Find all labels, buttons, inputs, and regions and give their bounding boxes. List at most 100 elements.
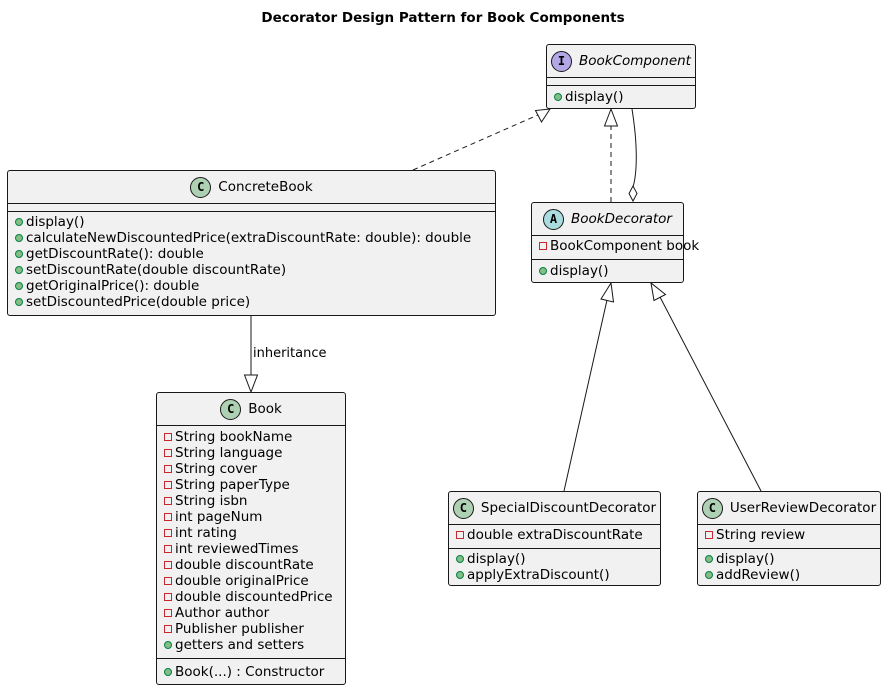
private-icon	[164, 445, 175, 461]
public-icon	[15, 246, 26, 262]
field-row: double discountRate	[164, 557, 341, 573]
private-icon	[164, 605, 175, 621]
edge-userreview-extends-bookdecorator	[659, 296, 762, 492]
private-icon	[164, 477, 175, 493]
private-icon	[539, 238, 550, 254]
method-row: applyExtraDiscount()	[456, 567, 656, 583]
private-icon	[164, 621, 175, 637]
class-name: ConcreteBook	[218, 179, 313, 195]
public-icon	[705, 551, 716, 567]
field-row: String isbn	[164, 493, 341, 509]
fields-section	[698, 524, 880, 525]
inheritance-arrowhead	[243, 374, 259, 394]
methods-section	[449, 548, 660, 549]
public-icon	[15, 230, 26, 246]
private-icon	[164, 557, 175, 573]
private-icon	[164, 461, 175, 477]
field-row: double originalPrice	[164, 573, 341, 589]
method-row: display()	[705, 551, 876, 567]
class-icon: C	[220, 398, 242, 420]
class-icon: C	[701, 497, 723, 519]
edge-concretebook-realizes-bookcomponent	[412, 113, 541, 171]
private-icon	[164, 525, 175, 541]
public-icon	[456, 551, 467, 567]
methods-section	[8, 211, 495, 212]
class-name: BookDecorator	[571, 211, 672, 227]
edge-specialdiscount-extends-bookdecorator	[563, 299, 608, 492]
class-name: SpecialDiscountDecorator	[480, 500, 657, 516]
methods-section	[698, 548, 880, 549]
class-book-decorator[interactable]: A BookDecorator BookComponent book displ…	[531, 202, 699, 283]
private-icon	[456, 527, 467, 543]
class-name: Book	[248, 401, 282, 417]
methods-section	[532, 259, 683, 260]
fields-section	[8, 203, 495, 212]
field-row: String cover	[164, 461, 341, 477]
field-row: BookComponent book	[539, 238, 699, 254]
field-row: int pageNum	[164, 509, 341, 525]
class-concrete-book[interactable]: C ConcreteBook display() calculateNewDis…	[7, 170, 496, 316]
private-icon	[164, 589, 175, 605]
class-name: BookComponent	[579, 53, 691, 69]
method-row: display()	[539, 263, 679, 279]
interface-icon: I	[551, 50, 572, 72]
public-icon	[15, 278, 26, 294]
public-icon	[15, 262, 26, 278]
field-row: String language	[164, 445, 341, 461]
private-icon	[705, 527, 716, 543]
method-row: calculateNewDiscountedPrice(extraDiscoun…	[15, 230, 491, 246]
diagram-title: Decorator Design Pattern for Book Compon…	[261, 10, 625, 26]
private-icon	[164, 541, 175, 557]
class-icon: C	[452, 497, 474, 519]
realization-arrowhead	[603, 107, 619, 127]
fields-section	[157, 425, 345, 426]
public-icon	[164, 637, 175, 653]
private-icon	[164, 509, 175, 525]
public-icon	[705, 567, 716, 583]
fields-section	[532, 235, 683, 236]
method-row: setDiscountRate(double discountRate)	[15, 262, 491, 278]
field-row: double discountedPrice	[164, 589, 341, 605]
class-user-review-decorator[interactable]: C UserReviewDecorator String review disp…	[697, 491, 881, 586]
method-row: display()	[456, 551, 656, 567]
method-row: getOriginalPrice(): double	[15, 278, 491, 294]
fields-section	[449, 524, 660, 525]
field-row: String paperType	[164, 477, 341, 493]
field-row: int rating	[164, 525, 341, 541]
class-special-discount-decorator[interactable]: C SpecialDiscountDecorator double extraD…	[448, 491, 661, 586]
method-row: display()	[15, 214, 491, 230]
class-book[interactable]: C Book String bookName String language S…	[156, 392, 346, 685]
public-icon	[456, 567, 467, 583]
fields-section	[547, 77, 695, 86]
method-row: Book(...) : Constructor	[164, 664, 341, 680]
class-book-component[interactable]: I BookComponent display()	[546, 44, 696, 109]
methods-section	[157, 658, 345, 659]
public-icon	[15, 214, 26, 230]
private-icon	[164, 429, 175, 445]
inheritance-arrowhead	[650, 281, 667, 302]
method-row: display()	[554, 89, 691, 105]
inheritance-arrowhead	[600, 281, 615, 303]
field-row: Publisher publisher	[164, 621, 341, 637]
public-icon	[554, 89, 565, 105]
field-row: int reviewedTimes	[164, 541, 341, 557]
inheritance-label: inheritance	[253, 346, 327, 361]
methods-section	[547, 85, 695, 86]
field-row: String bookName	[164, 429, 341, 445]
field-row: getters and setters	[164, 637, 341, 653]
method-row: addReview()	[705, 567, 876, 583]
realization-arrowhead	[534, 108, 551, 123]
public-icon	[164, 664, 175, 680]
field-row: Author author	[164, 605, 341, 621]
class-name: UserReviewDecorator	[729, 500, 877, 516]
method-row: setDiscountedPrice(double price)	[15, 294, 491, 310]
method-row: getDiscountRate(): double	[15, 246, 491, 262]
class-icon: C	[190, 176, 212, 198]
public-icon	[539, 263, 550, 279]
public-icon	[15, 294, 26, 310]
aggregation-diamond	[628, 184, 638, 203]
abstract-icon: A	[543, 208, 565, 230]
field-row: String review	[705, 527, 876, 543]
private-icon	[164, 573, 175, 589]
